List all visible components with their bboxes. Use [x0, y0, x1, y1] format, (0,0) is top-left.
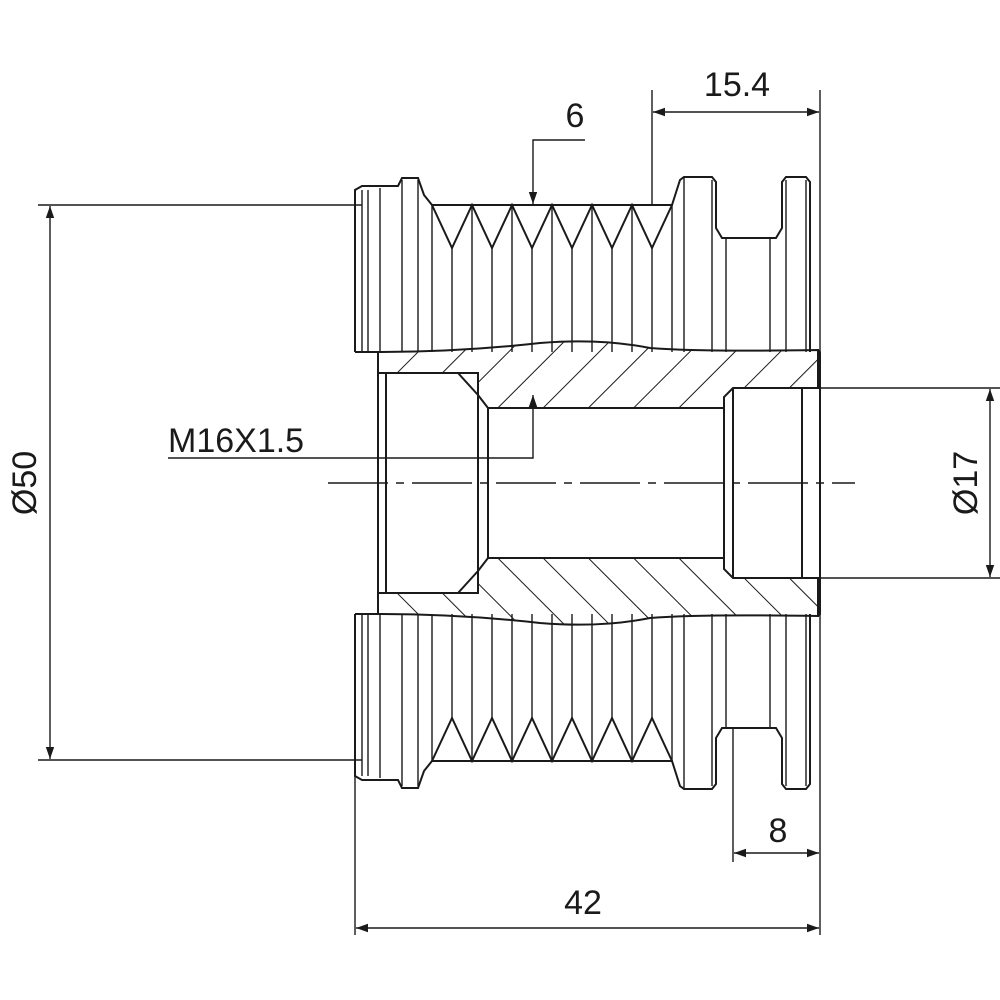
dimension-overall-length [354, 760, 819, 935]
pulley-bottom-half [354, 482, 821, 790]
flange-offset-label: 15.4 [704, 66, 770, 104]
thread-label: M16X1.5 [168, 422, 304, 460]
dimension-flange-offset [651, 90, 821, 935]
overall-length-label: 42 [564, 884, 602, 922]
outer-diameter-label: Ø50 [6, 451, 44, 515]
flange-width-label: 8 [769, 812, 788, 850]
pulley-top-half [354, 176, 821, 484]
groove-count-label: 6 [566, 97, 585, 135]
dimension-outer-diameter [38, 204, 362, 761]
dimension-bore-diameter [805, 387, 1000, 579]
dimension-flange-width [732, 728, 819, 862]
dimension-groove-count [528, 139, 585, 204]
dimension-thread [168, 395, 538, 459]
bore-diameter-label: Ø17 [947, 451, 985, 515]
